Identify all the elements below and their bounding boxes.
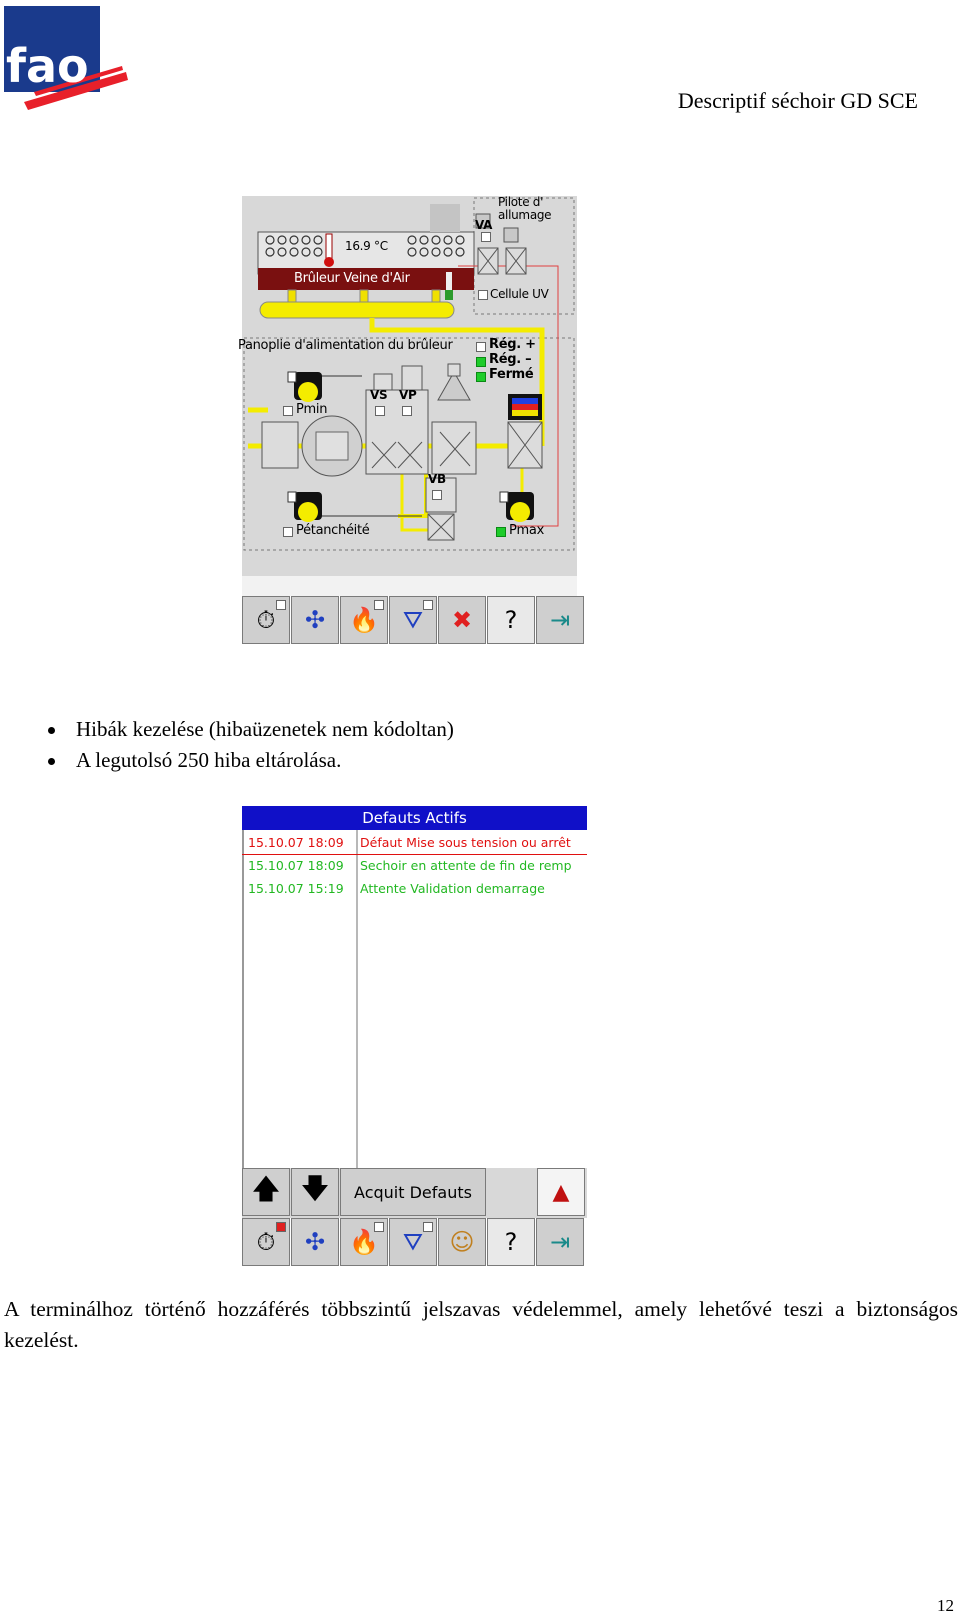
- dryer-icon[interactable]: ⛛: [389, 1218, 437, 1266]
- defaults-row-date: 15.10.07 18:09: [248, 858, 344, 873]
- pmax-checkbox: [496, 527, 506, 537]
- help-icon[interactable]: ?: [487, 1218, 535, 1266]
- defaults-row-text: Sechoir en attente de fin de remp: [360, 858, 572, 873]
- vs-label: VS: [370, 388, 388, 402]
- uv-cell-label: Cellule UV: [490, 287, 549, 301]
- tightness-label: Pétanchéité: [296, 523, 370, 538]
- burner-temperature: 16.9 °C: [345, 239, 388, 253]
- vp-checkbox: [402, 406, 412, 416]
- feature-bullet-list: Hibák kezelése (hibaüzenetek nem kódolta…: [44, 714, 454, 776]
- closed-label: Fermé: [489, 367, 534, 382]
- dryer-icon[interactable]: ⛛: [389, 596, 437, 644]
- fan-icon[interactable]: ✣: [291, 596, 339, 644]
- tightness-checkbox: [283, 527, 293, 537]
- burner-synoptic-screen: 16.9 °C Brûleur Veine d'Air Pilote d' al…: [238, 195, 587, 656]
- reg-plus-label: Rég. +: [489, 337, 536, 352]
- arrow-down-icon: 🡇: [300, 1172, 330, 1205]
- user-key-icon[interactable]: ☺: [438, 1218, 486, 1266]
- alarm-book-icon[interactable]: ▲: [537, 1168, 585, 1216]
- pmin-label: Pmin: [296, 402, 328, 417]
- reg-minus-checkbox: [476, 357, 486, 367]
- vs-checkbox: [375, 406, 385, 416]
- reg-minus-label: Rég. –: [489, 352, 532, 367]
- clock-chart-icon[interactable]: ⏱: [242, 596, 290, 644]
- supply-panel-label: Panoplie d'alimentation du brûleur: [238, 338, 453, 353]
- burner-diagram: [242, 196, 577, 596]
- body-paragraph: A terminálhoz történő hozzáférés többszi…: [4, 1297, 958, 1352]
- reg-plus-checkbox: [476, 342, 486, 352]
- active-defaults-screen: Defauts Actifs 15.10.07 18:09 Défaut Mis…: [242, 806, 587, 1266]
- pmin-checkbox: [283, 406, 293, 416]
- uv-cell-checkbox: [478, 290, 488, 300]
- arrow-up-icon: 🡅: [251, 1172, 281, 1205]
- exit-door-icon[interactable]: ⇥: [536, 596, 584, 644]
- scroll-down-button[interactable]: 🡇: [291, 1168, 339, 1216]
- pilot-label-line-1: Pilote d': [498, 195, 544, 209]
- logo-text: fao: [6, 39, 89, 93]
- acknowledge-defaults-button[interactable]: Acquit Defauts: [340, 1168, 486, 1216]
- defaults-title: Defauts Actifs: [242, 806, 587, 830]
- defaults-row[interactable]: 15.10.07 18:09 Sechoir en attente de fin…: [242, 855, 587, 877]
- defaults-row-text: Défaut Mise sous tension ou arrêt: [360, 835, 571, 850]
- scroll-up-button[interactable]: 🡅: [242, 1168, 290, 1216]
- defaults-row[interactable]: 15.10.07 18:09 Défaut Mise sous tension …: [242, 832, 587, 855]
- burner-label: Brûleur Veine d'Air: [294, 271, 410, 286]
- va-label: VA: [475, 218, 493, 232]
- pmax-label: Pmax: [509, 523, 544, 538]
- burner-toolbar: ⏱ ✣ 🔥 ⛛ ✖ ? ⇥: [242, 596, 587, 646]
- fan-icon[interactable]: ✣: [291, 1218, 339, 1266]
- bullet-item: A legutolsó 250 hiba eltárolása.: [44, 745, 454, 776]
- clock-chart-icon[interactable]: ⏱: [242, 1218, 290, 1266]
- defaults-column-divider: [356, 830, 358, 1192]
- closed-checkbox: [476, 372, 486, 382]
- flame-icon[interactable]: 🔥: [340, 1218, 388, 1266]
- defaults-row-text: Attente Validation demarrage: [360, 881, 545, 896]
- exit-door-icon[interactable]: ⇥: [536, 1218, 584, 1266]
- document-header-title: Descriptif séchoir GD SCE: [677, 88, 918, 113]
- vb-checkbox: [432, 490, 442, 500]
- defaults-row-date: 15.10.07 15:19: [248, 881, 344, 896]
- bullet-item: Hibák kezelése (hibaüzenetek nem kódolta…: [44, 714, 454, 745]
- defaults-row-date: 15.10.07 18:09: [248, 835, 344, 850]
- user-key-crossed-icon[interactable]: ✖: [438, 596, 486, 644]
- fao-logo: fao: [4, 6, 128, 110]
- vb-label: VB: [428, 472, 446, 486]
- va-checkbox: [481, 232, 491, 242]
- pilot-label-line-2: allumage: [498, 208, 552, 222]
- defaults-toolbar: ⏱ ✣ 🔥 ⛛ ☺ ? ⇥: [242, 1218, 587, 1268]
- defaults-action-bar: 🡅 🡇 Acquit Defauts ▲: [242, 1168, 587, 1218]
- defaults-row[interactable]: 15.10.07 15:19 Attente Validation demarr…: [242, 878, 587, 900]
- flame-icon[interactable]: 🔥: [340, 596, 388, 644]
- help-icon[interactable]: ?: [487, 596, 535, 644]
- vp-label: VP: [399, 388, 417, 402]
- defaults-list: [242, 830, 587, 1192]
- page-number: 12: [937, 1596, 954, 1615]
